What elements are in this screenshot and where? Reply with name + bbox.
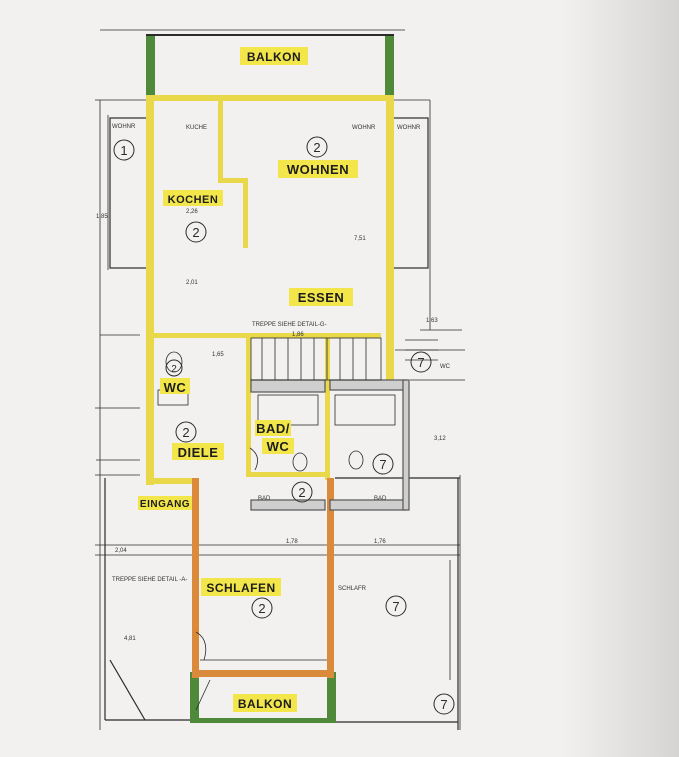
room-label-diele: DIELE bbox=[178, 445, 219, 460]
unit-number: 7 bbox=[379, 457, 386, 472]
annotation: 1,86 bbox=[292, 332, 304, 338]
unit-number: 2 bbox=[298, 485, 305, 500]
annotation: 2,04 bbox=[115, 548, 127, 554]
annotation: WC bbox=[440, 364, 451, 370]
room-label-wohnen: WOHNEN bbox=[287, 162, 349, 177]
room-labels: BALKON WOHNEN KOCHEN ESSEN WC DIELE BAD/… bbox=[140, 50, 349, 711]
room-label-bad: BAD/ bbox=[256, 421, 290, 436]
room-label-eingang: EINGANG bbox=[140, 499, 190, 510]
unit-number: 7 bbox=[417, 355, 424, 370]
unit-number: 7 bbox=[440, 697, 447, 712]
annotation: 1,78 bbox=[286, 539, 298, 545]
room-label-essen: ESSEN bbox=[298, 290, 345, 305]
annotation: 1,63 bbox=[426, 318, 438, 324]
unit-number: 2 bbox=[192, 225, 199, 240]
staircase bbox=[250, 337, 438, 381]
annotation: 1,65 bbox=[212, 352, 224, 358]
room-label-schlafen: SCHLAFEN bbox=[206, 581, 275, 595]
annotation: TREPPE SIEHE DETAIL -A- bbox=[112, 577, 187, 583]
unit-number: 1 bbox=[120, 143, 127, 158]
scan-shadow bbox=[560, 0, 679, 757]
annotation: BAD bbox=[374, 496, 387, 502]
annotation: TREPPE SIEHE DETAIL-G- bbox=[252, 322, 327, 328]
unit-number-text: 1 2 2 2 2 2 2 7 7 7 7 bbox=[120, 140, 447, 712]
annotation: 3,12 bbox=[434, 436, 446, 442]
bedroom-walls bbox=[192, 478, 334, 678]
unit-walls bbox=[146, 95, 394, 485]
annotation: WOHNR bbox=[112, 124, 136, 130]
annotation: 1,76 bbox=[374, 539, 386, 545]
annotations: WOHNR KUCHE WOHNR WOHNR WC SCHLAFR TREPP… bbox=[96, 124, 451, 642]
unit-number-markers bbox=[113, 136, 455, 715]
annotation: 2,26 bbox=[186, 209, 198, 215]
unit-number: 7 bbox=[392, 599, 399, 614]
annotation: 2,01 bbox=[186, 280, 198, 286]
unit-number: 2 bbox=[258, 601, 265, 616]
room-label-highlights bbox=[138, 47, 358, 712]
room-label-balkon-bottom: BALKON bbox=[238, 697, 292, 711]
annotation: 4,81 bbox=[124, 636, 136, 642]
annotation: SCHLAFR bbox=[338, 586, 367, 592]
annotation: WOHNR bbox=[352, 125, 376, 131]
annotation: 1,85 bbox=[96, 214, 108, 220]
unit-number: 2 bbox=[171, 364, 177, 375]
room-label-kochen: KOCHEN bbox=[168, 194, 219, 206]
annotation: WOHNR bbox=[397, 125, 421, 131]
bath-core-walls bbox=[250, 379, 410, 511]
balcony-walls bbox=[146, 35, 394, 723]
annotation: BAD bbox=[258, 496, 271, 502]
unit-number: 2 bbox=[313, 140, 320, 155]
room-label-wc: WC bbox=[164, 380, 187, 395]
room-label-bad-wc: WC bbox=[267, 439, 290, 454]
annotation: 7,51 bbox=[354, 236, 366, 242]
annotation: KUCHE bbox=[186, 125, 207, 131]
room-label-balkon-top: BALKON bbox=[247, 50, 301, 64]
unit-number: 2 bbox=[182, 425, 189, 440]
